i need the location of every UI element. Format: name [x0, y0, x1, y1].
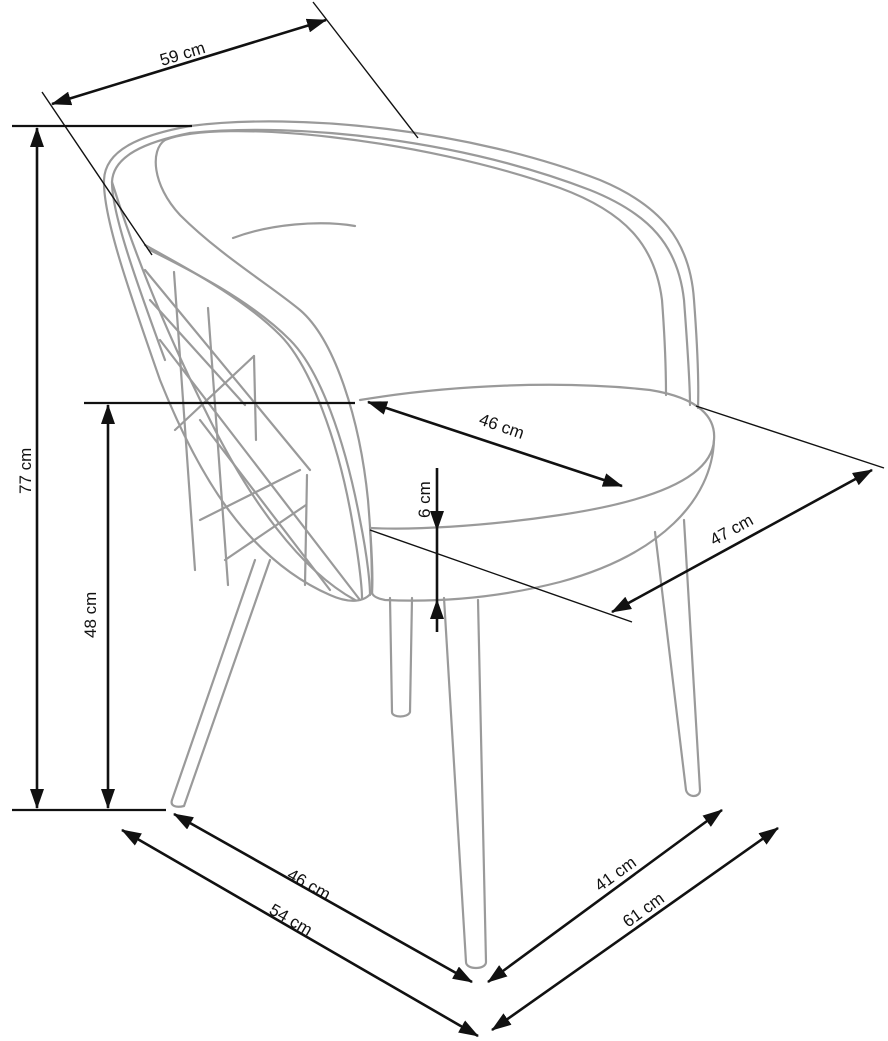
- label-leg-span-front: 46 cm: [284, 865, 334, 904]
- label-total-height: 77 cm: [16, 448, 35, 494]
- extension-top-left: [41, 91, 153, 256]
- side-panel-line-1: [110, 180, 357, 602]
- label-seat-width: 46 cm: [477, 410, 527, 443]
- back-left-leg: [170, 558, 272, 808]
- backrest-inner-left: [154, 138, 374, 594]
- backrest-outer-shell-2: [188, 128, 692, 407]
- front-right-leg: [653, 518, 702, 798]
- diamond-quilting: [143, 268, 362, 602]
- dim-overall-depth: [491, 826, 779, 1032]
- backrest-inner-cushion: [163, 130, 668, 397]
- label-overall-width: 54 cm: [266, 900, 316, 940]
- label-seat-thickness: 6 cm: [415, 481, 434, 518]
- dim-overall-width: [121, 828, 479, 1038]
- front-center-leg: [442, 596, 488, 970]
- extension-top-right: [312, 1, 419, 139]
- dim-seat-width: [367, 400, 623, 488]
- seat-front-edge: [370, 438, 716, 602]
- seat-left-side: [368, 526, 374, 594]
- dim-seat-depth: [611, 468, 873, 614]
- dim-top-width: [51, 18, 327, 106]
- backrest-left-edge: [102, 124, 374, 602]
- backrest-tuft-line: [231, 222, 357, 240]
- label-seat-height: 48 cm: [81, 592, 100, 638]
- chair-illustration: [102, 120, 716, 970]
- label-seat-depth: 47 cm: [707, 510, 757, 549]
- extension-seat-depth-front: [369, 529, 633, 623]
- backrest-outer-shell: [188, 120, 700, 410]
- front-left-leg: [388, 596, 414, 718]
- dim-leg-span-side: [487, 808, 723, 984]
- side-panel-line-3: [143, 243, 364, 600]
- extension-seat-depth-back: [695, 405, 885, 469]
